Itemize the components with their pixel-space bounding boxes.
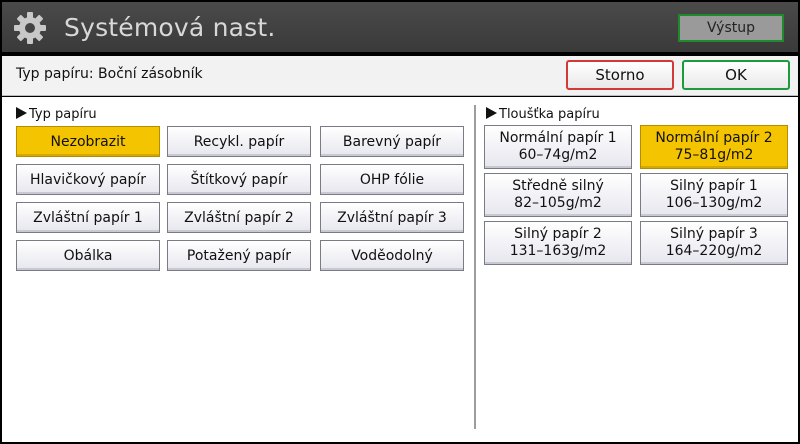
paper-type-option[interactable]: Štítkový papír: [167, 164, 311, 195]
paper-type-option[interactable]: Hlavičkový papír: [16, 164, 160, 195]
exit-button[interactable]: Výstup: [678, 14, 784, 42]
settings-panel: Typ papíru Nezobrazit Recykl. papír Bare…: [2, 97, 798, 442]
thickness-section-label: Tloušťka papíru: [486, 107, 600, 122]
paper-type-option[interactable]: Recykl. papír: [167, 126, 311, 157]
thickness-option[interactable]: Silný papír 2 131–163g/m2: [484, 221, 632, 265]
thickness-option[interactable]: Silný papír 1 106–130g/m2: [640, 173, 788, 217]
thickness-option[interactable]: Normální papír 2 75–81g/m2: [640, 125, 788, 169]
paper-type-option[interactable]: OHP fólie: [320, 164, 464, 195]
thickness-option[interactable]: Silný papír 3 164–220g/m2: [640, 221, 788, 265]
paper-type-option[interactable]: Nezobrazit: [16, 126, 160, 157]
triangle-right-icon: [16, 107, 27, 119]
cancel-button[interactable]: Storno: [566, 60, 674, 90]
triangle-right-icon: [486, 107, 497, 119]
paper-type-option[interactable]: Zvláštní papír 2: [167, 202, 311, 233]
paper-type-option[interactable]: Voděodolný: [320, 240, 464, 271]
paper-type-option[interactable]: Potažený papír: [167, 240, 311, 271]
paper-type-option[interactable]: Barevný papír: [320, 126, 464, 157]
section-divider: [474, 105, 476, 429]
ok-button[interactable]: OK: [682, 60, 790, 90]
paper-type-option[interactable]: Zvláštní papír 3: [320, 202, 464, 233]
title-bar: Systémová nast. Výstup: [2, 2, 798, 52]
gear-icon: [14, 12, 46, 44]
thickness-option[interactable]: Středně silný 82–105g/m2: [484, 173, 632, 217]
paper-type-section-label: Typ papíru: [16, 107, 97, 122]
page-title: Systémová nast.: [64, 13, 276, 42]
header-bar: Typ papíru: Boční zásobník Storno OK: [2, 56, 798, 96]
paper-type-option[interactable]: Obálka: [16, 240, 160, 271]
paper-type-option[interactable]: Zvláštní papír 1: [16, 202, 160, 233]
tray-paper-type-label: Typ papíru: Boční zásobník: [16, 66, 203, 82]
thickness-option[interactable]: Normální papír 1 60–74g/m2: [484, 125, 632, 169]
